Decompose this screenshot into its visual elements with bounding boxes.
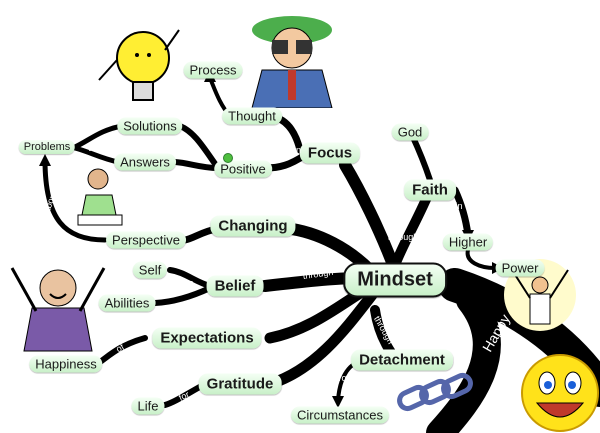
node-belief: Belief	[206, 275, 264, 297]
branch-happiness	[97, 335, 148, 365]
smiley-face-icon	[521, 354, 599, 432]
node-life: Life	[131, 397, 165, 415]
connector-on: on	[290, 145, 302, 155]
branch-gratitude	[264, 289, 378, 390]
branch-faith	[390, 185, 435, 270]
branch-abilities	[152, 285, 213, 306]
node-answers: Answers	[114, 153, 176, 171]
node-expectations: Expectations	[152, 327, 262, 349]
node-focus: Focus	[299, 142, 361, 164]
node-higher: Higher	[442, 233, 494, 251]
arrow-problems	[39, 154, 51, 166]
node-perspective: Perspective	[106, 231, 186, 249]
node-gratitude: Gratitude	[198, 373, 282, 395]
branch-happy-lower	[426, 286, 501, 433]
positive-marker-icon	[223, 153, 233, 163]
node-positive: Positive	[214, 160, 272, 178]
branch-problems-a	[72, 123, 125, 150]
node-solutions: Solutions	[117, 117, 183, 135]
node-detachment: Detachment	[351, 349, 453, 371]
arrow-circumstances	[332, 396, 344, 408]
node-problems: Problems	[18, 140, 76, 154]
branch-problems-b	[72, 145, 121, 165]
connector-from: from	[336, 373, 354, 383]
branch-about	[42, 157, 108, 243]
node-changing: Changing	[210, 215, 296, 237]
lightbulb-icon	[98, 29, 180, 101]
branch-higher	[451, 186, 472, 239]
node-abilities: Abilities	[98, 294, 156, 312]
node-process: Process	[183, 61, 243, 79]
branch-focus	[339, 159, 401, 276]
node-god: God	[391, 123, 429, 141]
connector-to: to	[88, 143, 96, 153]
chain-icon	[397, 372, 473, 412]
connector-in-belief: in	[186, 278, 194, 288]
center-node-mindset: Mindset	[343, 262, 447, 298]
branch-self	[167, 267, 213, 289]
connector-in-higher: in	[455, 201, 463, 211]
happy-man-icon	[10, 267, 106, 352]
branch-answers	[172, 159, 221, 171]
reading-woman-icon	[77, 168, 123, 226]
node-faith: Faith	[404, 179, 456, 201]
binoculars-man-icon	[251, 16, 333, 108]
connector-through-focus: through	[387, 232, 419, 242]
node-happiness: Happiness	[29, 355, 103, 373]
connector-in-faith: in	[410, 155, 418, 165]
figure-in-light-icon	[504, 259, 576, 331]
branch-power	[465, 248, 497, 270]
node-thought: Thought	[222, 107, 282, 125]
node-self: Self	[132, 261, 168, 279]
node-power: Power	[495, 259, 545, 277]
node-circumstances: Circumstances	[291, 406, 389, 424]
